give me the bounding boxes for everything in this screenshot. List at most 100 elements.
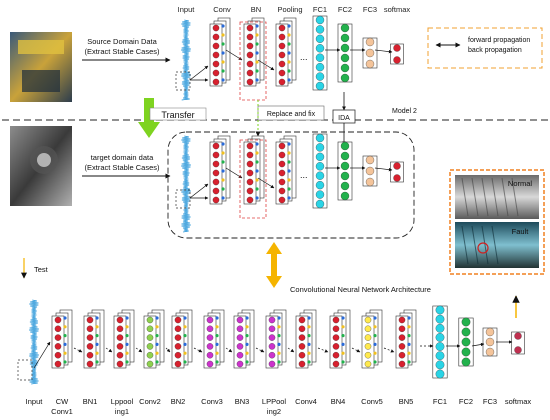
neuron <box>268 343 276 350</box>
neuron <box>461 337 471 347</box>
connection-arrow <box>383 347 395 353</box>
neuron-accent <box>221 69 225 73</box>
neuron-accent <box>95 316 99 320</box>
neuron <box>54 325 62 333</box>
target-network: ... <box>175 133 404 209</box>
feature-map <box>395 315 409 369</box>
neuron-accent <box>287 51 291 55</box>
neuron <box>485 337 495 347</box>
neuron <box>340 53 350 63</box>
neuron <box>298 334 306 341</box>
test-signal <box>29 299 39 385</box>
bottom-label-12: BN5 <box>399 397 414 406</box>
neuron-accent <box>125 325 129 329</box>
neuron-accent <box>341 360 345 364</box>
label-bn: BN <box>251 5 261 14</box>
pool-stack <box>275 135 297 205</box>
neuron <box>268 334 276 341</box>
layer-stack-10 <box>329 309 351 369</box>
layer-stack-2 <box>83 309 105 369</box>
inset-frame <box>449 169 545 275</box>
feature-map <box>83 315 97 369</box>
neuron-accent <box>215 342 219 346</box>
neuron <box>212 78 220 86</box>
connection-arrow <box>374 49 393 54</box>
neuron <box>54 360 62 368</box>
bottom-label-4: Conv2 <box>139 397 161 406</box>
feature-map <box>233 315 247 369</box>
neuron <box>246 42 254 50</box>
legend-forward: forward propagation <box>468 37 530 44</box>
label-pooling: Pooling <box>277 5 302 14</box>
neuron <box>332 360 340 368</box>
neuron <box>86 343 94 350</box>
ellipsis: ... <box>300 170 308 180</box>
neuron-accent <box>373 316 377 320</box>
neuron-accent <box>287 24 291 28</box>
neuron-accent <box>341 325 345 329</box>
feature-map <box>329 315 343 369</box>
neuron-accent <box>255 69 259 73</box>
neuron-accent <box>255 151 259 155</box>
connection-arrow <box>287 347 295 353</box>
ellipsis: ... <box>300 52 308 62</box>
bottom-label-1: CW <box>56 397 69 406</box>
label-fc2: FC2 <box>338 5 352 14</box>
connection-arrow <box>189 183 209 199</box>
neuron <box>435 314 445 324</box>
neuron <box>278 69 286 77</box>
neuron-accent <box>307 334 311 338</box>
bn-highlight-top <box>239 21 267 101</box>
neuron <box>315 199 325 209</box>
bottom-label-0: Input <box>26 397 44 406</box>
neuron-accent <box>221 196 225 200</box>
neuron <box>315 180 325 190</box>
target-signal <box>181 135 191 233</box>
fault-label: Fault <box>512 227 530 236</box>
neuron-accent <box>373 351 377 355</box>
neuron <box>246 51 254 59</box>
neuron <box>398 334 406 341</box>
neuron <box>365 48 375 58</box>
neuron-accent <box>155 325 159 329</box>
neuron-accent <box>255 60 259 64</box>
neuron <box>212 24 220 32</box>
connection-arrow <box>351 347 361 353</box>
neuron-accent <box>125 316 129 320</box>
neuron-accent <box>255 142 259 146</box>
neuron-accent <box>277 325 281 329</box>
neuron-accent <box>245 351 249 355</box>
feature-map <box>295 315 309 369</box>
feature-map <box>203 315 217 369</box>
neuron <box>485 347 495 357</box>
neuron-accent <box>215 334 219 338</box>
neuron-accent <box>183 334 187 338</box>
neuron-accent <box>125 334 129 338</box>
neuron-accent <box>277 334 281 338</box>
neuron <box>246 33 254 41</box>
neuron <box>315 34 325 44</box>
neuron-accent <box>255 178 259 182</box>
neuron <box>86 360 94 368</box>
connection-arrow <box>73 347 83 353</box>
neuron <box>212 187 220 195</box>
fc2-layer <box>458 317 474 367</box>
bn-stack <box>243 135 265 205</box>
neuron-accent <box>407 342 411 346</box>
neuron <box>146 316 154 324</box>
neuron-accent <box>341 342 345 346</box>
neuron <box>236 351 244 359</box>
neuron <box>340 151 350 161</box>
neuron <box>315 25 325 34</box>
neuron-accent <box>215 316 219 320</box>
neuron-accent <box>373 325 377 329</box>
neuron <box>174 351 182 359</box>
feature-map <box>51 315 65 369</box>
neuron-accent <box>255 51 259 55</box>
neuron-accent <box>95 360 99 364</box>
neuron <box>246 178 254 186</box>
neuron <box>246 196 254 204</box>
neuron-accent <box>341 316 345 320</box>
neuron-accent <box>307 360 311 364</box>
neuron-accent <box>125 342 129 346</box>
